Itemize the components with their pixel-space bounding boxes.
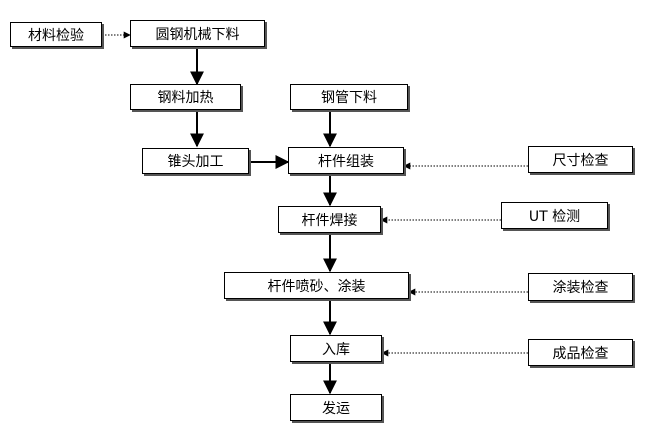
node-round-steel-cutting: 圆钢机械下料 [130, 20, 265, 47]
node-dimension-check: 尺寸检查 [528, 146, 633, 173]
node-steel-heating: 钢料加热 [130, 84, 241, 110]
node-product-check: 成品检查 [528, 339, 633, 366]
node-cone-head-machining: 锥头加工 [142, 148, 249, 174]
node-material-inspection: 材料检验 [10, 22, 102, 47]
node-ut-test: UT 检测 [501, 202, 608, 229]
node-warehousing: 入库 [290, 335, 382, 362]
node-steel-pipe-cutting: 钢管下料 [290, 84, 408, 110]
node-sandblast-coating: 杆件喷砂、涂装 [224, 272, 409, 299]
node-coating-check: 涂装检查 [528, 273, 633, 301]
node-shipping: 发运 [290, 394, 382, 421]
node-rod-assembly: 杆件组装 [288, 147, 404, 174]
node-rod-welding: 杆件焊接 [278, 206, 381, 233]
